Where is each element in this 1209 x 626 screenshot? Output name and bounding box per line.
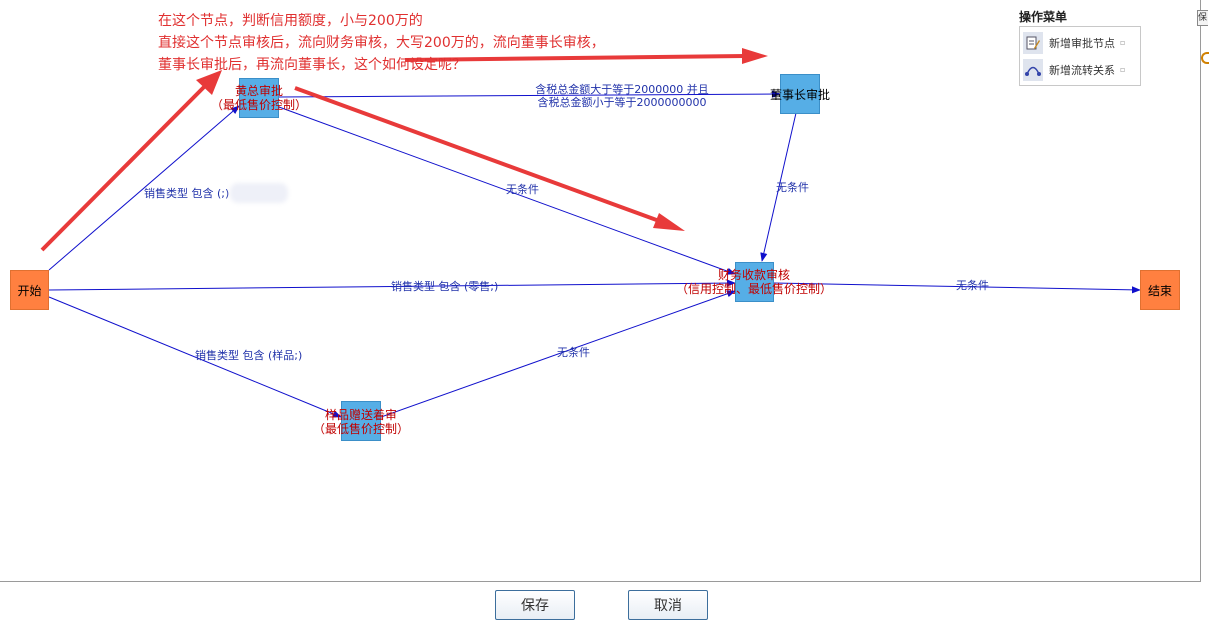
edge-gm-finance-label: 无条件 [506,183,539,196]
annotation-arrow-down-head [653,213,685,231]
add-approval-node-label: 新增审批节点 [1049,36,1115,50]
edit-node-icon [1023,31,1043,54]
menu-dot-icon: ▫ [1120,38,1126,47]
add-approval-node-item[interactable]: 新增审批节点 ▫ [1020,29,1140,56]
annotation-line: 直接这个节点审核后，流向财务审核，大写200万的，流向董事长审核， [158,35,605,51]
finance-subtitle: （信用控制、最低售价控制） [675,282,832,296]
sample-title: 样品赠送着审 [324,408,397,422]
menu-list: 新增审批节点 ▫ 新增流转关系 ▫ [1019,26,1141,86]
annotation-line: 在这个节点，判断信用额度，小与200万的 [158,13,423,29]
gm-review-title: 黄总审批 [234,84,283,98]
start-node-label: 开始 [17,284,42,298]
annotation-arrow-right-head [742,48,768,64]
chairman-label: 董事长审批 [769,88,830,102]
start-node[interactable] [10,270,49,310]
menu-dot-icon: ▫ [1120,65,1126,74]
sample-label: 样品赠送着审 （最低售价控制） [301,408,421,436]
chairman-node[interactable] [780,74,820,114]
add-flow-relation-item[interactable]: 新增流转关系 ▫ [1020,56,1140,83]
edge-finance-end[interactable] [773,282,1141,294]
side-tab[interactable]: 保 [1197,10,1208,26]
edge-start-gm-label: 销售类型 包含 (;) [144,187,230,200]
edge-gm-chairman-cond1: 含税总金额大于等于2000000 并且 [535,83,709,96]
end-node-label: 结束 [1147,284,1172,298]
edge-sample-finance-label: 无条件 [557,346,590,359]
edge-chairman-finance-label: 无条件 [776,181,809,194]
edge-gm-finance[interactable] [278,106,736,275]
edge-start-finance-label: 销售类型 包含 (零售;) [391,280,499,293]
finance-node[interactable] [735,262,774,302]
annotation-line: 董事长审批后，再流向董事长，这个如何设定呢？ [158,57,466,73]
operations-menu: 操作菜单 新增审批节点 ▫ 新增流转关系 ▫ [1019,8,1141,86]
edge-start-sample-label: 销售类型 包含 (样品;) [195,349,303,362]
edge-start-sample[interactable] [48,296,342,418]
save-button[interactable]: 保存 [495,590,575,620]
side-help-icon[interactable] [1201,52,1209,64]
flow-canvas[interactable]: 在这个节点，判断信用额度，小与200万的 直接这个节点审核后，流向财务审核，大写… [0,0,1201,582]
annotation-arrow-down [294,86,663,224]
edge-gm-chairman-label: 含税总金额大于等于2000000 并且 含税总金额小于等于2000000000 [522,83,722,109]
edge-sample-finance[interactable] [380,290,736,418]
edge-gm-chairman-cond2: 含税总金额小于等于2000000000 [537,96,707,109]
annotation-text: 在这个节点，判断信用额度，小与200万的 直接这个节点审核后，流向财务审核，大写… [158,10,605,76]
annotation-arrow-right [404,54,746,62]
edge-gm-chairman[interactable] [278,90,781,98]
finance-label: 财务收款审核 （信用控制、最低售价控制） [664,268,844,296]
add-flow-relation-label: 新增流转关系 [1049,63,1115,77]
flow-connections [40,48,1141,418]
edge-start-finance[interactable] [48,279,736,291]
end-node[interactable] [1140,270,1180,310]
gm-review-subtitle: （最低售价控制） [210,98,307,112]
gm-review-label: 黄总审批 （最低售价控制） [199,84,319,112]
edge-start-gm[interactable] [48,105,240,271]
menu-title: 操作菜单 [1019,10,1068,24]
cancel-button[interactable]: 取消 [628,590,708,620]
edge-finance-end-label: 无条件 [956,279,989,292]
finance-title: 财务收款审核 [717,268,790,282]
gm-review-node[interactable] [239,78,279,118]
annotation-arrow-up-head [196,70,222,95]
sample-node[interactable] [341,401,381,441]
edge-chairman-finance[interactable] [760,112,797,262]
redaction-blur [230,183,288,203]
connection-icon [1023,58,1043,81]
annotation-arrow-up [40,84,207,252]
sample-subtitle: （最低售价控制） [312,422,409,436]
